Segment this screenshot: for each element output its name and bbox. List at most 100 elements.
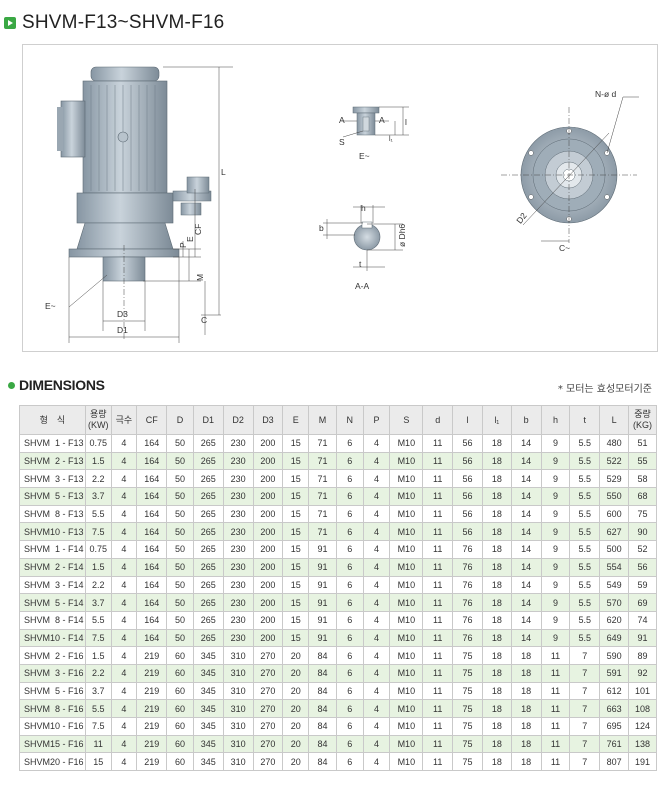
- column-header: CF: [136, 405, 168, 435]
- table-cell: 76: [452, 628, 483, 648]
- table-cell: 6: [335, 434, 364, 453]
- table-cell: 164: [136, 628, 168, 648]
- table-cell: 75: [452, 699, 483, 718]
- table-cell: 11: [422, 734, 454, 754]
- table-cell: 345: [192, 699, 224, 718]
- table-cell: 4: [362, 451, 391, 471]
- label-D3: D3: [117, 309, 128, 319]
- column-header: S: [389, 405, 424, 435]
- model-cell: SHVM15 - F16: [19, 734, 86, 754]
- column-header: b: [510, 405, 542, 435]
- model-cell: SHVM 8 - F16: [19, 699, 86, 718]
- label-A-right: A: [379, 115, 385, 125]
- table-cell: M10: [389, 663, 424, 683]
- column-header: L: [599, 405, 630, 435]
- table-cell: 15: [282, 628, 310, 648]
- table-cell: 91: [308, 540, 337, 559]
- table-cell: 265: [192, 487, 224, 506]
- table-cell: 6: [335, 504, 364, 524]
- table-cell: 270: [252, 734, 284, 754]
- table-cell: 91: [308, 593, 337, 612]
- table-cell: 4: [110, 717, 138, 736]
- table-cell: 270: [252, 717, 284, 736]
- table-cell: 522: [599, 451, 630, 471]
- table-cell: 11: [422, 699, 454, 718]
- table-cell: 345: [192, 752, 224, 772]
- table-cell: M10: [389, 575, 424, 595]
- table-cell: 200: [252, 557, 284, 577]
- table-cell: 14: [510, 593, 542, 612]
- table-cell: 219: [136, 646, 168, 665]
- table-cell: M10: [389, 434, 424, 453]
- table-cell: 3.7: [84, 593, 112, 612]
- table-cell: 7: [569, 752, 601, 772]
- table-cell: 4: [362, 610, 391, 630]
- table-cell: M10: [389, 734, 424, 754]
- table-cell: 76: [452, 540, 483, 559]
- column-header: 중량(KG): [628, 405, 657, 435]
- table-cell: 265: [192, 557, 224, 577]
- label-E-tilde-left: E~: [45, 301, 56, 311]
- table-cell: 5.5: [569, 522, 601, 542]
- table-cell: 310: [222, 646, 254, 665]
- label-A-A: A-A: [355, 281, 370, 291]
- table-cell: 4: [110, 646, 138, 665]
- table-cell: 14: [510, 487, 542, 506]
- table-cell: 7.5: [84, 522, 112, 542]
- table-cell: 219: [136, 699, 168, 718]
- table-cell: M10: [389, 487, 424, 506]
- table-cell: 3.7: [84, 487, 112, 506]
- table-cell: 265: [192, 593, 224, 612]
- table-cell: 5.5: [569, 557, 601, 577]
- table-cell: 164: [136, 522, 168, 542]
- label-h: h: [361, 203, 366, 213]
- table-cell: 265: [192, 434, 224, 453]
- table-cell: 6: [335, 734, 364, 754]
- table-cell: 5.5: [569, 628, 601, 648]
- table-cell: 50: [166, 593, 194, 612]
- table-cell: 164: [136, 610, 168, 630]
- table-cell: 75: [452, 646, 483, 665]
- table-cell: 11: [84, 734, 112, 754]
- table-cell: 590: [599, 646, 630, 665]
- table-cell: 91: [308, 628, 337, 648]
- table-cell: 75: [628, 504, 657, 524]
- table-cell: 230: [222, 434, 254, 453]
- column-header: D3: [252, 405, 284, 435]
- table-cell: 9: [540, 593, 571, 612]
- table-cell: 14: [510, 504, 542, 524]
- label-M: M: [195, 274, 205, 281]
- table-cell: 84: [308, 699, 337, 718]
- table-cell: 265: [192, 451, 224, 471]
- table-cell: M10: [389, 752, 424, 772]
- model-cell: SHVM 5 - F16: [19, 681, 86, 701]
- table-cell: 56: [452, 434, 483, 453]
- table-cell: 18: [481, 593, 512, 612]
- table-cell: 18: [481, 487, 512, 506]
- table-cell: 554: [599, 557, 630, 577]
- model-cell: SHVM 3 - F16: [19, 663, 86, 683]
- table-cell: 6: [335, 469, 364, 489]
- table-cell: 91: [308, 575, 337, 595]
- table-cell: 529: [599, 469, 630, 489]
- table-cell: 90: [628, 522, 657, 542]
- table-cell: 9: [540, 434, 571, 453]
- column-header: E: [282, 405, 310, 435]
- table-cell: 265: [192, 610, 224, 630]
- table-cell: 91: [628, 628, 657, 648]
- table-cell: 52: [628, 540, 657, 559]
- table-cell: 230: [222, 593, 254, 612]
- column-header: 형 식: [19, 405, 86, 435]
- table-cell: 270: [252, 681, 284, 701]
- table-cell: 18: [481, 681, 512, 701]
- table-cell: 200: [252, 451, 284, 471]
- table-cell: 265: [192, 522, 224, 542]
